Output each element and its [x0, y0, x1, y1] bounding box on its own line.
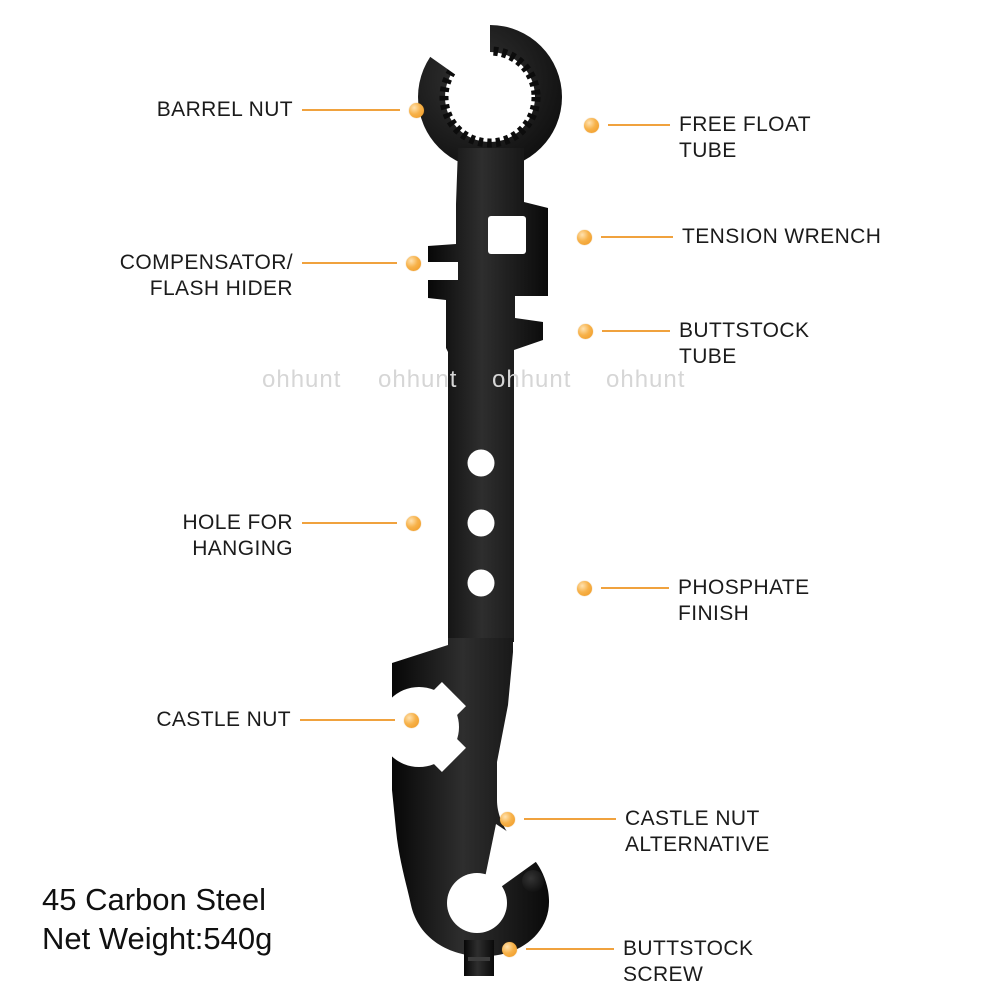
hanging-hole-1: [467, 449, 495, 477]
callout-dot: [577, 580, 592, 596]
callout-buttstock-tube: BUTTSTOCK TUBE: [578, 318, 809, 370]
leader-line: [526, 948, 614, 950]
callout-dot: [404, 712, 419, 728]
leader-line: [601, 236, 673, 238]
leader-line: [601, 587, 669, 589]
hook-tip-knob: [522, 870, 544, 892]
material-spec: 45 Carbon Steel: [42, 882, 267, 917]
hanging-hole-3: [467, 569, 495, 597]
tension-wrench-square-hole: [488, 216, 526, 254]
watermark: ohhunt: [262, 366, 342, 393]
callout-label: FREE FLOAT TUBE: [679, 113, 811, 162]
hook-mouth: [480, 824, 544, 902]
callout-dot: [500, 811, 515, 827]
callout-castle-nut-alternative: CASTLE NUT ALTERNATIVE: [500, 806, 770, 858]
callout-dot: [406, 515, 421, 531]
leader-line: [300, 719, 395, 721]
callout-label: BUTTSTOCK TUBE: [679, 319, 810, 368]
watermark: ohhunt: [492, 366, 572, 393]
callout-dot: [584, 117, 599, 133]
leader-line: [524, 818, 616, 820]
wrench-lower-body: [379, 638, 550, 976]
callout-phosphate-finish: PHOSPHATE FINISH: [577, 575, 810, 627]
callout-label: PHOSPHATE FINISH: [678, 576, 810, 625]
callout-label: HOLE FOR HANGING: [182, 511, 293, 560]
watermark: ohhunt: [606, 366, 686, 393]
callout-hole-for-hanging: HOLE FOR HANGING: [182, 510, 421, 562]
watermark: ohhunt: [378, 366, 458, 393]
weight-spec: Net Weight:540g: [42, 921, 273, 956]
callout-buttstock-screw: BUTTSTOCK SCREW: [502, 936, 753, 988]
callout-label: BUTTSTOCK SCREW: [623, 937, 754, 986]
leader-line: [302, 522, 397, 524]
leader-line: [608, 124, 670, 126]
callout-label: CASTLE NUT ALTERNATIVE: [625, 807, 770, 856]
hanging-hole-2: [467, 509, 495, 537]
callout-label: CASTLE NUT: [156, 708, 291, 731]
callout-castle-nut: CASTLE NUT: [156, 707, 419, 733]
callout-dot: [409, 102, 424, 118]
callout-barrel-nut: BARREL NUT: [157, 97, 424, 123]
wrench-upper-body: [414, 148, 548, 642]
callout-dot: [406, 255, 421, 271]
callout-free-float-tube: FREE FLOAT TUBE: [584, 112, 811, 164]
callout-dot: [578, 323, 593, 339]
callout-label: COMPENSATOR/ FLASH HIDER: [119, 251, 293, 300]
barrel-nut-ring: [385, 0, 562, 169]
leader-line: [302, 262, 397, 264]
callout-tension-wrench: TENSION WRENCH: [577, 224, 881, 250]
product-specs: 45 Carbon Steel Net Weight:540g: [42, 880, 272, 958]
leader-line: [602, 330, 670, 332]
callout-dot: [577, 229, 592, 245]
callout-label: BARREL NUT: [156, 98, 293, 121]
flash-hider-slot: [414, 262, 458, 280]
callout-label: TENSION WRENCH: [682, 225, 882, 248]
callout-dot: [502, 941, 517, 957]
leader-line: [302, 109, 400, 111]
castle-nut-cutout: [379, 687, 459, 767]
callout-compensator-flash-hider: COMPENSATOR/ FLASH HIDER: [120, 250, 421, 302]
